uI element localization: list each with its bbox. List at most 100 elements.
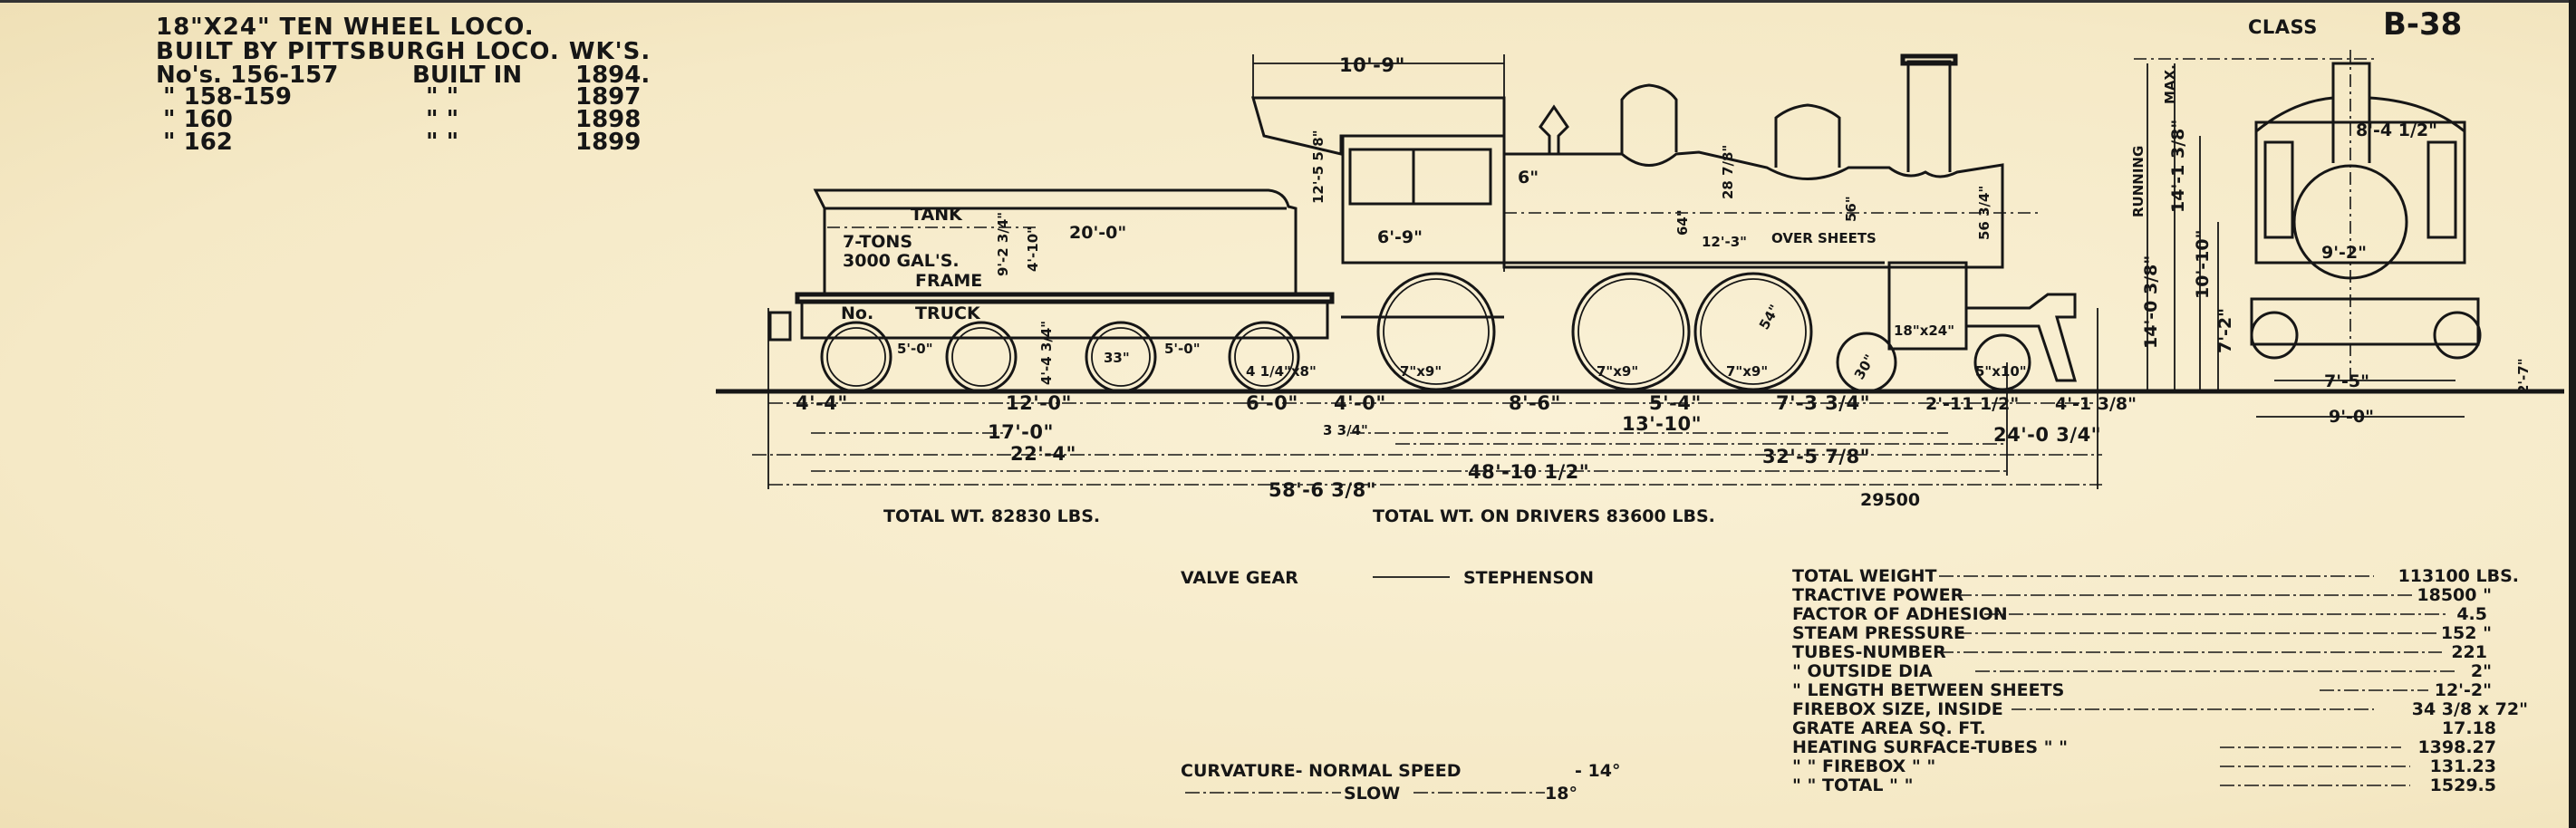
spec-row: " " FIREBOX " " 131.23 bbox=[1792, 756, 2496, 776]
spec-value: 152 " bbox=[2441, 623, 2492, 643]
dim-12-0: 12'-0" bbox=[1006, 392, 1072, 414]
cab: 10'-9" 12'-5 5/8" 6'-9" 6" bbox=[1251, 54, 1539, 272]
dim-driver-journal-3: 7"x9" bbox=[1726, 363, 1768, 380]
dim-cab-height: 12'-5 5/8" bbox=[1310, 130, 1327, 204]
dim-2-11: 2'-11 1/2" bbox=[1925, 394, 2019, 414]
dim-width-9-0: 9'-0" bbox=[2329, 407, 2374, 427]
top-border bbox=[0, 0, 2576, 3]
drivers-total-weight: TOTAL WT. ON DRIVERS 83600 LBS. bbox=[1373, 506, 1715, 526]
curvature-normal-value: - 14° bbox=[1575, 761, 1620, 781]
spec-row: HEATING SURFACE-TUBES " "1398.27 bbox=[1792, 737, 2496, 757]
spec-label: " LENGTH BETWEEN SHEETS bbox=[1792, 680, 2064, 700]
spec-label: TUBES-NUMBER bbox=[1792, 642, 1946, 662]
dim-pony-journal: 5"x10" bbox=[1975, 363, 2027, 380]
dim-58-6: 58'-6 3/8" bbox=[1269, 479, 1376, 501]
running-label: RUNNING bbox=[2130, 146, 2147, 217]
dim-boiler-28: 28 7/8" bbox=[1720, 145, 1736, 199]
spec-label: FIREBOX SIZE, INSIDE bbox=[1792, 699, 2003, 719]
dim-truck-wheelbase-1: 5'-0" bbox=[897, 341, 933, 357]
valve-gear-label: VALVE GEAR bbox=[1181, 568, 1298, 588]
tender-no-label: No. bbox=[841, 303, 873, 323]
header-row-nos: No's. 156-157 bbox=[156, 62, 338, 89]
spec-value: 131.23 bbox=[2430, 756, 2496, 776]
curvature-label: CURVATURE- NORMAL SPEED bbox=[1181, 761, 1462, 781]
tender: TANK 7-TONS 3000 GAL'S. FRAME No. TRUCK … bbox=[768, 188, 1335, 393]
spec-row: FACTOR OF ADHESION 4.5 bbox=[1792, 604, 2487, 624]
dim-8-6: 8'-6" bbox=[1509, 392, 1561, 414]
header-row-year: 1899 bbox=[575, 129, 641, 156]
spec-row: TRACTIVE POWER 18500 " bbox=[1792, 585, 2492, 605]
dim-height-max: 14'-1 3/8" bbox=[2168, 120, 2188, 213]
dim-width-9-2: 9'-2" bbox=[2321, 243, 2367, 263]
dim-tender-height-1: 4'-10" bbox=[1025, 226, 1041, 272]
over-sheets-label: OVER SHEETS bbox=[1771, 230, 1877, 246]
header-line-1: 18"X24" TEN WHEEL LOCO. bbox=[156, 14, 535, 41]
header-row-built: " " bbox=[426, 83, 458, 111]
spec-value: 221 bbox=[2451, 642, 2487, 662]
spec-value: 4.5 bbox=[2456, 604, 2487, 624]
dim-cab-roof-width: 10'-9" bbox=[1339, 54, 1405, 76]
header-row-nos: " 162 bbox=[163, 129, 233, 156]
header-row-nos: " 158-159 bbox=[163, 83, 292, 111]
tender-truck-label: TRUCK bbox=[915, 303, 981, 323]
dim-cab-length: 6'-9" bbox=[1377, 227, 1423, 247]
dim-driver-diameter: 54" bbox=[1756, 302, 1783, 332]
dim-7-3: 7'-3 3/4" bbox=[1776, 392, 1870, 414]
dim-22-4: 22'-4" bbox=[1010, 443, 1076, 465]
dim-24-0: 24'-0 3/4" bbox=[1993, 424, 2101, 446]
valve-gear-value: STEPHENSON bbox=[1463, 568, 1594, 588]
spec-value: 12'-2" bbox=[2435, 680, 2492, 700]
spec-label: " " FIREBOX " " bbox=[1792, 756, 1935, 776]
boiler: 64" 28 7/8" 56" 56 3/4" 12'-3" OVER SHEE… bbox=[1502, 53, 2039, 269]
tender-tank-label: TANK bbox=[911, 205, 963, 225]
curvature-slow-label: SLOW bbox=[1344, 784, 1400, 804]
spec-label: TRACTIVE POWER bbox=[1792, 585, 1964, 605]
dim-48-10: 48'-10 1/2" bbox=[1468, 461, 1589, 483]
header-row-built: " " bbox=[426, 129, 458, 156]
header-row-built: BUILT IN bbox=[412, 62, 522, 89]
dim-tender-journal: 4 1/4"x8" bbox=[1246, 363, 1317, 380]
dim-4-1: 4'-1 3/8" bbox=[2055, 394, 2137, 414]
wheelbase-dimensions: 4'-4" 12'-0" 6'-0" 4'-0" 3 3/4" 8'-6" 5'… bbox=[752, 308, 2137, 501]
header-row-nos: " 160 bbox=[163, 106, 233, 133]
front-view: RUNNING 14'-0 3/8" 14'-1 3/8" MAX. 10'-1… bbox=[2130, 50, 2532, 427]
spec-value: 1529.5 bbox=[2430, 775, 2496, 795]
dim-width-8-4: 8'-4 1/2" bbox=[2356, 120, 2437, 140]
spec-value: 1398.27 bbox=[2417, 737, 2496, 757]
dim-truck-wheelbase-2: 5'-0" bbox=[1164, 341, 1201, 357]
dim-height-running: 14'-0 3/8" bbox=[2141, 255, 2161, 349]
tender-gallons-label: 3000 GAL'S. bbox=[843, 251, 960, 271]
dim-tender-length: 20'-0" bbox=[1069, 223, 1126, 243]
running-gear: 7"x9" 7"x9" 7"x9" 54" 30" 18"x24" 5"x10" bbox=[1341, 261, 2077, 393]
dim-tender-height-3: 4'-4 3/4" bbox=[1038, 321, 1055, 385]
spec-label: TOTAL WEIGHT bbox=[1792, 566, 1937, 586]
curvature-slow-value: 18° bbox=[1545, 784, 1577, 804]
class-label: CLASS bbox=[2248, 16, 2318, 38]
dim-13-10: 13'-10" bbox=[1622, 413, 1702, 435]
header-row-built: " " bbox=[426, 106, 458, 133]
spec-row: TUBES-NUMBER 221 bbox=[1792, 642, 2487, 662]
spec-label: " " TOTAL " " bbox=[1792, 775, 1913, 795]
spec-row: GRATE AREA SQ. FT.17.18 bbox=[1792, 718, 2496, 738]
max-label: MAX. bbox=[2162, 64, 2178, 104]
dim-tender-wheel: 33" bbox=[1104, 350, 1130, 366]
spec-row: " " TOTAL " " 1529.5 bbox=[1792, 775, 2496, 795]
tender-total-weight: TOTAL WT. 82830 LBS. bbox=[883, 506, 1100, 526]
header-row-year: 1894. bbox=[575, 62, 650, 89]
spec-value: 18500 " bbox=[2417, 585, 2492, 605]
dim-17-0: 17'-0" bbox=[988, 421, 1054, 443]
tender-frame-label: FRAME bbox=[915, 271, 982, 291]
dim-5-4: 5'-4" bbox=[1649, 392, 1702, 414]
dim-width-7-5: 7'-5" bbox=[2324, 371, 2369, 391]
dim-32-5: 32'-5 7/8" bbox=[1762, 446, 1870, 467]
spec-label: FACTOR OF ADHESION bbox=[1792, 604, 2008, 624]
dim-cylinder: 18"x24" bbox=[1894, 323, 1954, 339]
dim-6-0: 6'-0" bbox=[1246, 392, 1298, 414]
spec-value: 17.18 bbox=[2442, 718, 2496, 738]
spec-label: " OUTSIDE DIA bbox=[1792, 661, 1933, 681]
dim-4-0: 4'-0" bbox=[1334, 392, 1386, 414]
